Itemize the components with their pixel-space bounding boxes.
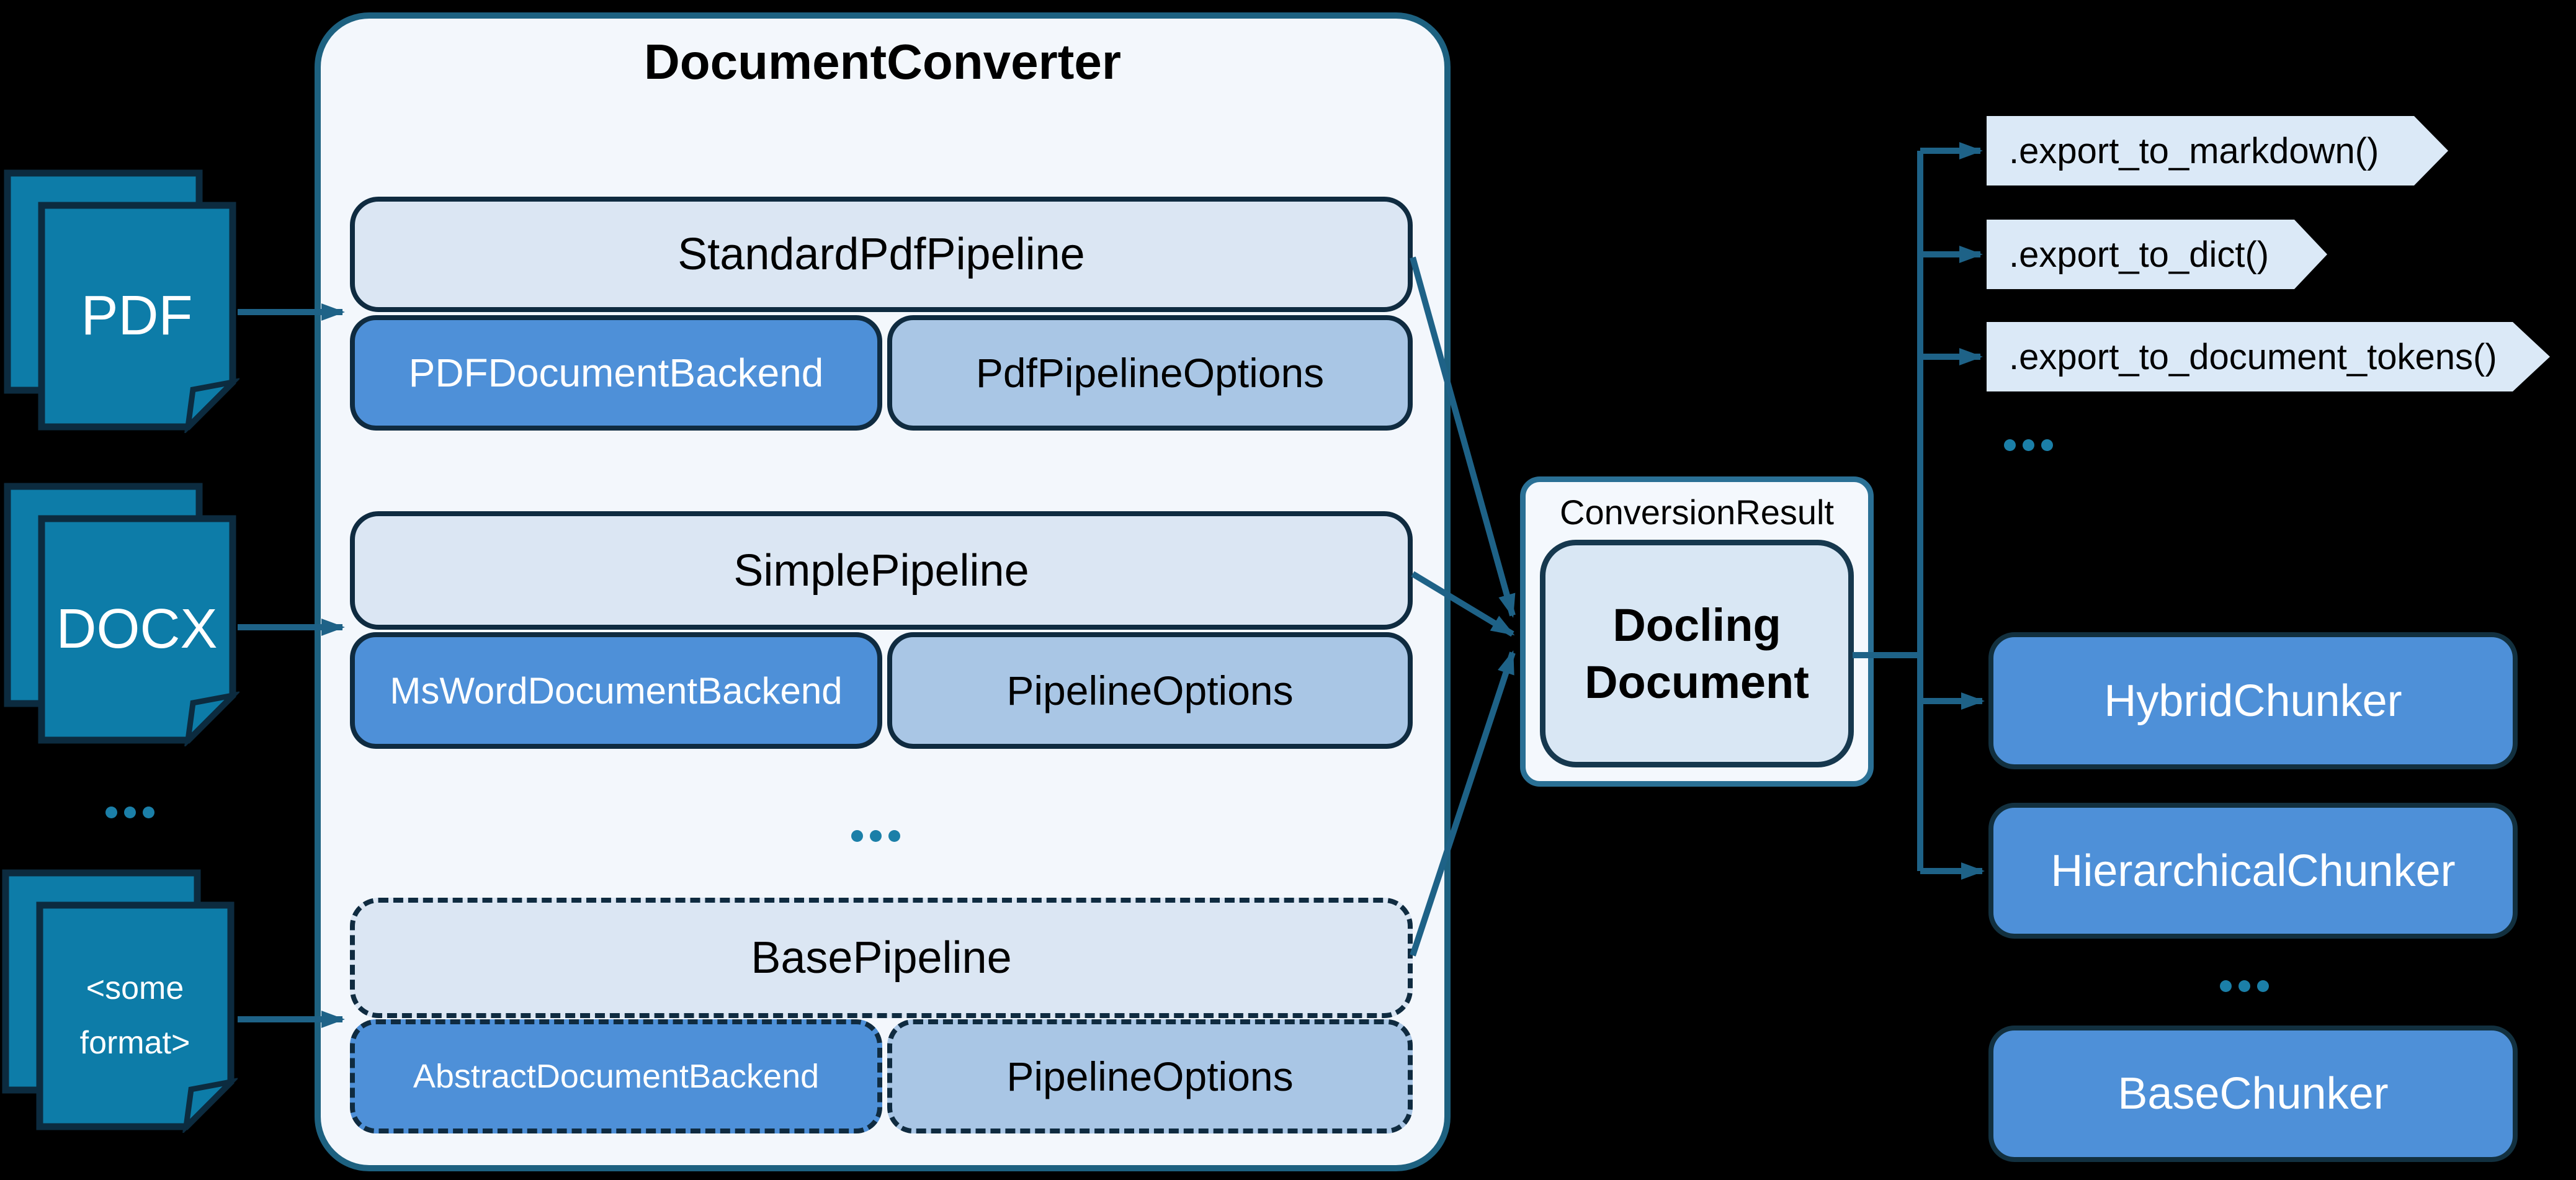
- some-format-label: <some format>: [38, 904, 231, 1127]
- conversion-result-label: ConversionResult: [1560, 492, 1834, 532]
- docx-document-icon: DOCX: [4, 483, 241, 748]
- pipeline-options-box: PipelineOptions: [887, 632, 1413, 749]
- stacked-pages-icon: [4, 483, 241, 748]
- docling-document-box: Docling Document: [1540, 540, 1854, 767]
- ellipsis-icon: [105, 807, 154, 818]
- abstract-document-backend-box: AbstractDocumentBackend: [350, 1019, 882, 1133]
- msword-document-backend-box: MsWordDocumentBackend: [350, 632, 882, 749]
- docling-document-line2: Document: [1585, 656, 1809, 708]
- document-converter-title: DocumentConverter: [643, 34, 1122, 89]
- ellipsis-icon: [2220, 980, 2269, 992]
- pdf-pipeline-options-box: PdfPipelineOptions: [887, 315, 1413, 431]
- docling-document-line1: Docling: [1612, 599, 1781, 651]
- export-to-dict-chevron: .export_to_dict(): [1987, 220, 2327, 289]
- pdf-document-icon: PDF: [4, 169, 241, 435]
- ellipsis-icon: [2004, 439, 2053, 451]
- base-chunker-box: BaseChunker: [1988, 1026, 2518, 1162]
- simple-pipeline-box: SimplePipeline: [350, 511, 1413, 630]
- hierarchical-chunker-box: HierarchicalChunker: [1988, 803, 2518, 939]
- ellipsis-icon: [851, 830, 900, 842]
- standard-pdf-pipeline-box: StandardPdfPipeline: [350, 197, 1413, 312]
- export-to-document-tokens-chevron: .export_to_document_tokens(): [1987, 322, 2550, 391]
- pdf-document-backend-box: PDFDocumentBackend: [350, 315, 882, 431]
- stacked-pages-icon: [4, 169, 241, 435]
- hybrid-chunker-box: HybridChunker: [1988, 632, 2518, 769]
- export-to-markdown-chevron: .export_to_markdown(): [1987, 116, 2448, 185]
- some-format-line1: <some: [86, 970, 184, 1006]
- some-format-document-icon: <some format>: [2, 869, 239, 1135]
- some-format-line2: format>: [79, 1025, 190, 1061]
- stacked-pages-icon: [2, 869, 239, 1135]
- base-pipeline-options-box: PipelineOptions: [887, 1019, 1413, 1133]
- docx-label: DOCX: [56, 597, 218, 660]
- base-pipeline-box: BasePipeline: [350, 898, 1413, 1018]
- pdf-label: PDF: [81, 284, 193, 347]
